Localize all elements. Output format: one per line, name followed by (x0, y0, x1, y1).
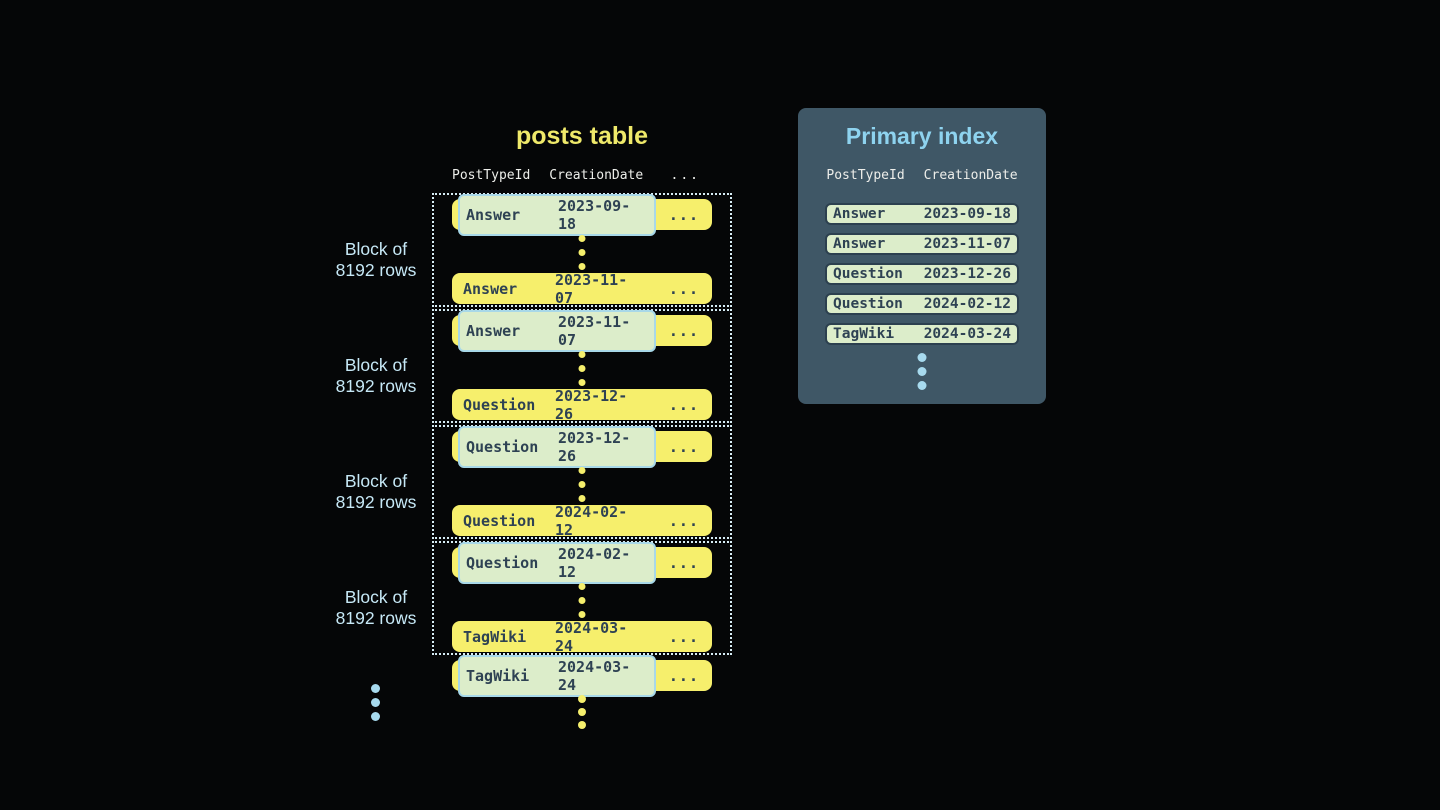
row-ellipsis: ... (668, 279, 699, 298)
index-row: Question 2023-12-26 (825, 263, 1019, 285)
highlighted-key-cells: Question 2024-02-12 (458, 541, 656, 584)
table-row: Answer 2023-09-18 ... (452, 193, 712, 236)
cell-posttypeid: Answer (463, 279, 518, 298)
highlighted-key-cells: Question 2023-12-26 (458, 425, 656, 468)
cell-creationdate: 2023-09-18 (558, 196, 631, 233)
vertical-ellipsis-dots (578, 235, 586, 270)
cell-posttypeid: Question (833, 266, 903, 282)
cell-posttypeid: Answer (466, 205, 521, 224)
cell-posttypeid: Question (466, 553, 539, 572)
posts-block-1: Answer 2023-09-18 ... Answer 2023-11-07 … (432, 193, 732, 307)
column-creationdate: CreationDate (923, 168, 1018, 183)
cell-posttypeid: TagWiki (463, 627, 527, 646)
column-ellipsis: ... (670, 168, 700, 183)
table-row: Question 2023-12-26 ... (452, 425, 712, 468)
cell-creationdate: 2024-03-24 (558, 657, 631, 694)
cell-creationdate: 2023-12-26 (923, 266, 1011, 282)
more-blocks-ellipsis-dots (371, 684, 380, 721)
block-label: Block of 8192 rows (335, 587, 417, 628)
table-row: Question 2024-02-12 ... (452, 541, 712, 584)
vertical-ellipsis-dots (917, 353, 927, 390)
table-row: TagWiki 2024-03-24 ... (452, 618, 712, 655)
vertical-ellipsis-dots (578, 695, 586, 729)
cell-posttypeid: Answer (833, 236, 886, 252)
cell-creationdate: 2023-12-26 (555, 386, 628, 423)
column-posttypeid: PostTypeId (452, 168, 531, 183)
table-row: Question 2023-12-26 ... (452, 386, 712, 423)
cell-creationdate: 2024-03-24 (555, 618, 628, 655)
primary-index-column-headers: PostTypeId CreationDate (798, 168, 1046, 183)
row-ellipsis: ... (668, 627, 699, 646)
index-row: Answer 2023-11-07 (825, 233, 1019, 255)
posts-block-2: Answer 2023-11-07 ... Question 2023-12-2… (432, 309, 732, 423)
primary-index-title: Primary index (845, 123, 999, 149)
primary-index-panel: Primary index PostTypeId CreationDate An… (798, 108, 1046, 404)
row-ellipsis: ... (668, 205, 699, 224)
cell-posttypeid: Answer (833, 206, 886, 222)
column-creationdate: CreationDate (549, 168, 644, 183)
cell-creationdate: 2024-02-12 (923, 296, 1011, 312)
cell-posttypeid: Question (463, 395, 536, 414)
block-label: Block of 8192 rows (335, 239, 417, 280)
posts-table-title: posts table (516, 122, 648, 150)
row-ellipsis: ... (668, 511, 699, 530)
vertical-ellipsis-dots (578, 351, 586, 386)
cell-posttypeid: TagWiki (833, 326, 895, 342)
cell-creationdate: 2024-03-24 (923, 326, 1011, 342)
cell-posttypeid: Question (463, 511, 536, 530)
row-ellipsis: ... (668, 321, 699, 340)
block-label: Block of 8192 rows (335, 355, 417, 396)
highlighted-key-cells: Answer 2023-11-07 (458, 309, 656, 352)
table-row: TagWiki 2024-03-24 ... (452, 654, 712, 697)
highlighted-key-cells: TagWiki 2024-03-24 (458, 654, 656, 697)
index-row: Question 2024-02-12 (825, 293, 1019, 315)
posts-table-column-headers: PostTypeId CreationDate ... (452, 167, 712, 184)
vertical-ellipsis-dots (578, 583, 586, 618)
index-row: TagWiki 2024-03-24 (825, 323, 1019, 345)
cell-creationdate: 2023-09-18 (923, 206, 1011, 222)
cell-creationdate: 2023-11-07 (555, 270, 628, 307)
block-label: Block of 8192 rows (335, 471, 417, 512)
row-ellipsis: ... (668, 395, 699, 414)
table-row: Answer 2023-11-07 ... (452, 309, 712, 352)
table-row: Answer 2023-11-07 ... (452, 270, 712, 307)
cell-creationdate: 2023-11-07 (923, 236, 1011, 252)
cell-posttypeid: Question (833, 296, 903, 312)
cell-creationdate: 2024-02-12 (555, 502, 628, 539)
cell-posttypeid: Answer (466, 321, 521, 340)
row-ellipsis: ... (668, 666, 699, 685)
row-ellipsis: ... (668, 437, 699, 456)
cell-creationdate: 2023-11-07 (558, 312, 631, 349)
cell-posttypeid: TagWiki (466, 666, 530, 685)
column-posttypeid: PostTypeId (826, 168, 905, 183)
cell-creationdate: 2024-02-12 (558, 544, 631, 581)
cell-creationdate: 2023-12-26 (558, 428, 631, 465)
posts-block-3: Question 2023-12-26 ... Question 2024-02… (432, 425, 732, 539)
table-row: Question 2024-02-12 ... (452, 502, 712, 539)
posts-block-4: Question 2024-02-12 ... TagWiki 2024-03-… (432, 541, 732, 655)
index-row: Answer 2023-09-18 (825, 203, 1019, 225)
vertical-ellipsis-dots (578, 467, 586, 502)
cell-posttypeid: Question (466, 437, 539, 456)
highlighted-key-cells: Answer 2023-09-18 (458, 193, 656, 236)
row-ellipsis: ... (668, 553, 699, 572)
